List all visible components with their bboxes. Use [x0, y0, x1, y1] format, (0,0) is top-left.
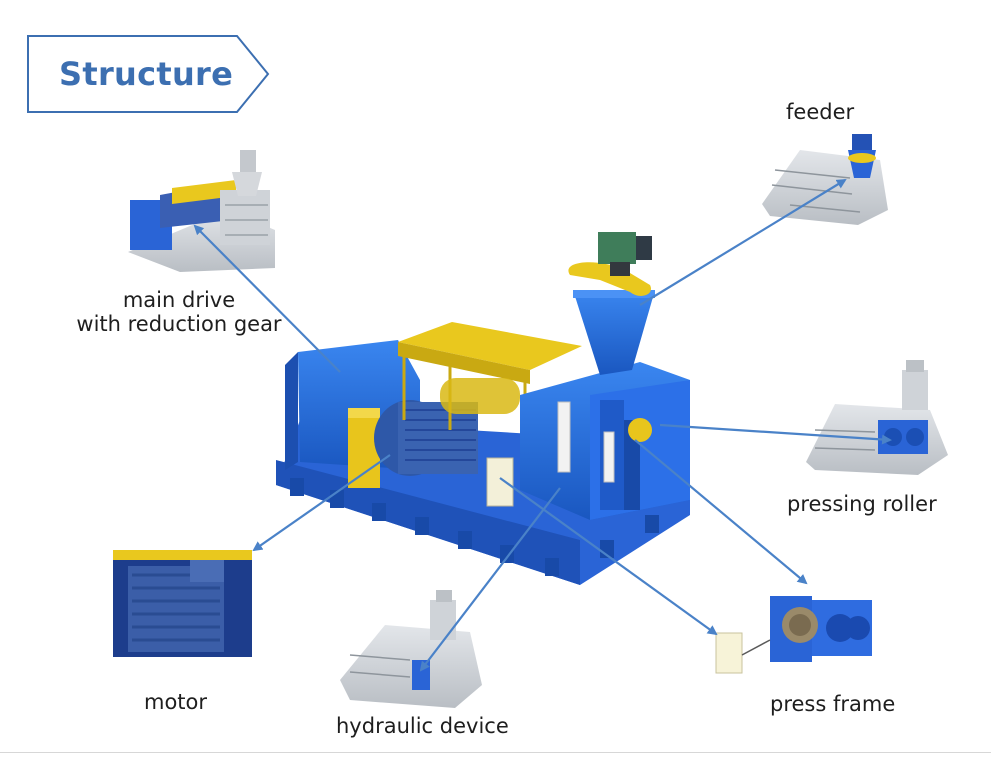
page-title: Structure — [59, 55, 234, 93]
arrow-pressing-roller — [659, 423, 892, 445]
press-frame-illustration — [715, 596, 872, 674]
arrow-feeder — [639, 178, 847, 306]
hydraulic-device-illustration — [340, 590, 482, 708]
arrow-hydraulic-device — [419, 487, 561, 672]
label-feeder: feeder — [786, 100, 855, 124]
label-main-drive-line2: with reduction gear — [76, 312, 282, 336]
label-press-frame: press frame — [770, 692, 896, 716]
arrow-press-frame-box — [499, 477, 718, 636]
title-badge-shape — [27, 35, 270, 113]
main-drive-illustration — [128, 150, 275, 272]
arrow-main-drive — [193, 224, 341, 373]
label-main-drive-line1: main drive — [122, 288, 236, 312]
main-machine — [276, 232, 690, 585]
arrow-press-frame — [634, 439, 808, 585]
label-pressing-roller: pressing roller — [787, 492, 937, 516]
feeder-illustration — [762, 134, 888, 225]
title-badge: Structure — [27, 35, 270, 113]
arrow-motor — [252, 454, 391, 552]
label-main-drive: main drive with reduction gear — [70, 288, 288, 336]
label-motor: motor — [144, 690, 208, 714]
label-hydraulic-device: hydraulic device — [336, 714, 509, 738]
bottom-divider — [0, 752, 991, 753]
pressing-roller-illustration — [806, 360, 948, 475]
callout-arrows — [193, 178, 892, 672]
motor-illustration — [113, 550, 252, 657]
